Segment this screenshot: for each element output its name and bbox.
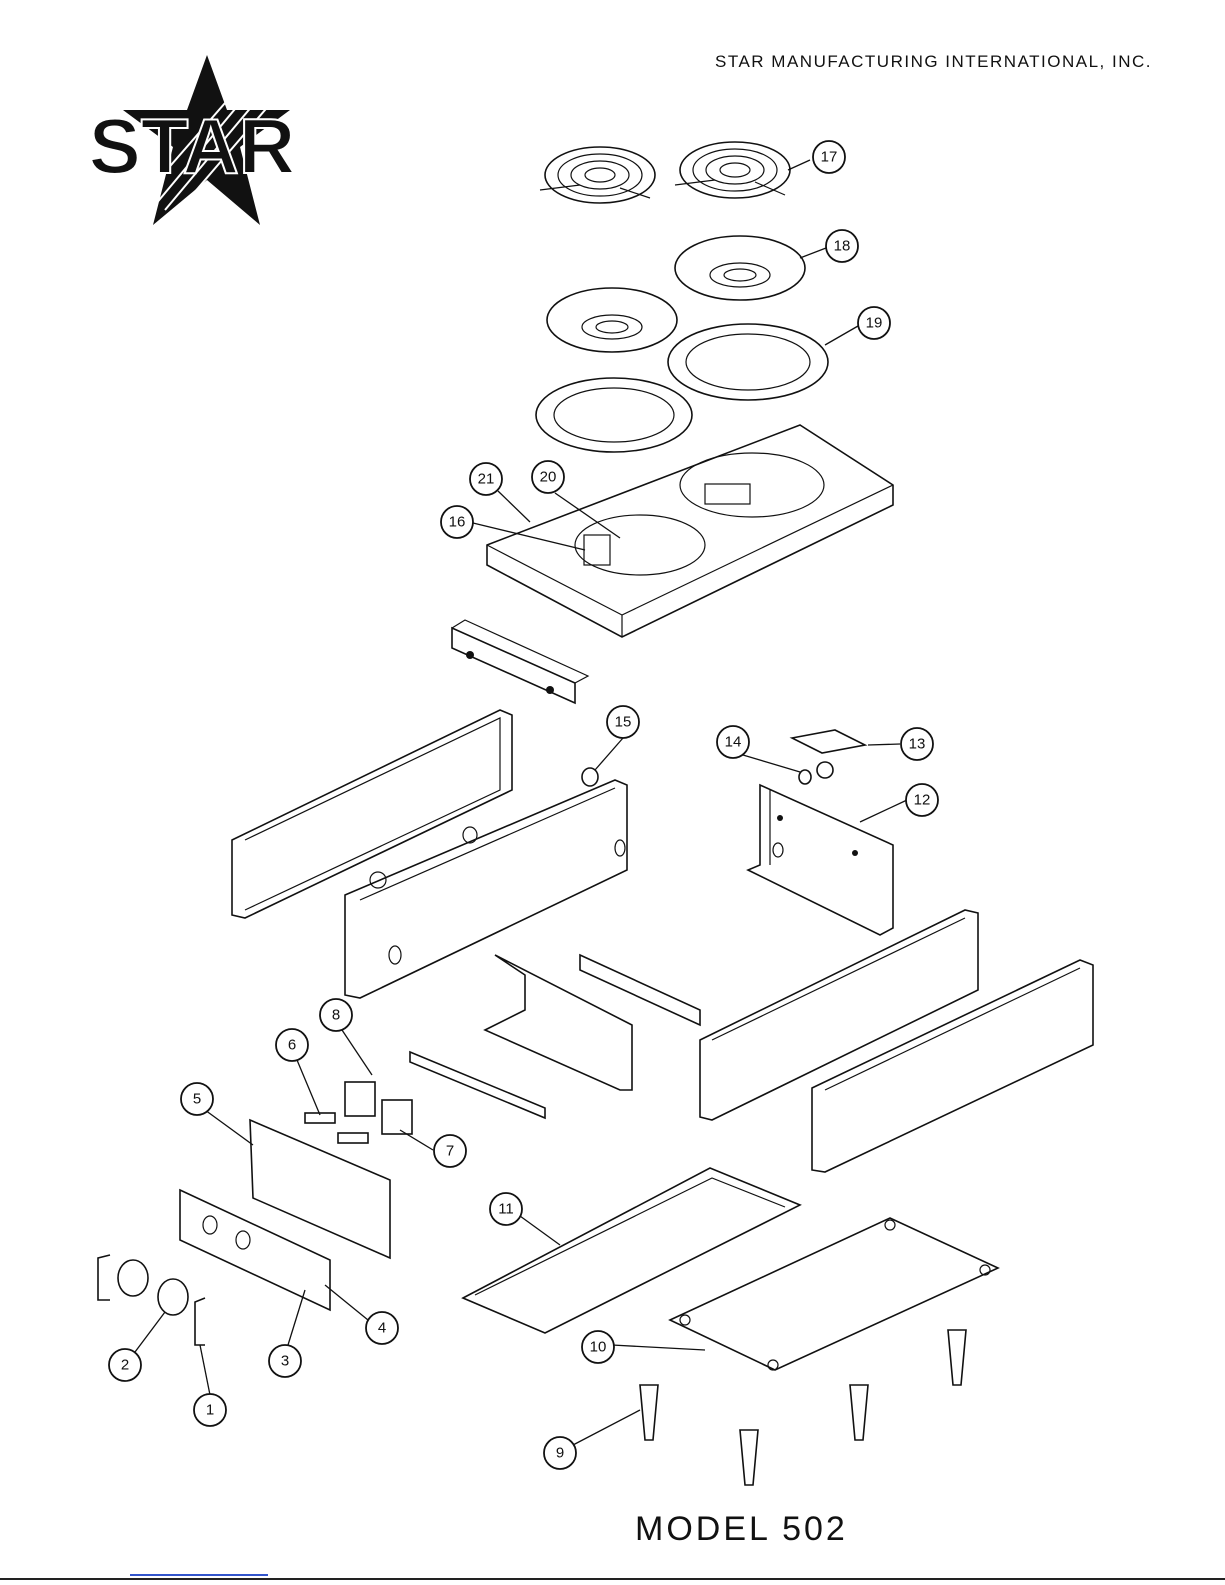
drip-pan-right <box>675 236 805 300</box>
indicator-lights <box>305 1113 368 1143</box>
trim-ring-left <box>536 378 692 452</box>
terminal-block <box>799 762 833 784</box>
callout-14: 14 <box>717 726 749 758</box>
burner-coil-right <box>675 142 790 198</box>
svg-text:3: 3 <box>281 1353 289 1370</box>
callout-16: 16 <box>441 506 473 538</box>
callout-10: 10 <box>582 1331 614 1363</box>
svg-text:18: 18 <box>834 238 851 255</box>
trim-ring-right <box>668 324 828 400</box>
svg-text:9: 9 <box>556 1445 564 1462</box>
knob-brackets <box>98 1255 205 1345</box>
infinite-switches <box>345 1082 412 1134</box>
svg-text:14: 14 <box>725 734 742 751</box>
callout-12: 12 <box>906 784 938 816</box>
svg-text:8: 8 <box>332 1007 340 1024</box>
callout-9: 9 <box>544 1437 576 1469</box>
callout-20: 20 <box>532 461 564 493</box>
right-side-panel <box>748 785 893 935</box>
svg-text:11: 11 <box>498 1201 514 1218</box>
callout-13: 13 <box>901 728 933 760</box>
callout-5: 5 <box>181 1083 213 1115</box>
callout-18: 18 <box>826 230 858 262</box>
svg-text:1: 1 <box>206 1402 214 1419</box>
svg-text:16: 16 <box>449 514 466 531</box>
grommet <box>582 768 598 786</box>
bottom-rule <box>0 1578 1225 1580</box>
mounting-bracket <box>792 730 865 753</box>
callout-1: 1 <box>194 1394 226 1426</box>
svg-text:19: 19 <box>866 315 883 332</box>
svg-text:17: 17 <box>821 149 838 166</box>
callout-11: 11 <box>490 1193 522 1225</box>
callout-19: 19 <box>858 307 890 339</box>
svg-text:20: 20 <box>540 469 557 486</box>
callout-8: 8 <box>320 999 352 1031</box>
callout-7: 7 <box>434 1135 466 1167</box>
callout-2: 2 <box>109 1349 141 1381</box>
callout-21: 21 <box>470 463 502 495</box>
callout-15: 15 <box>607 706 639 738</box>
callout-6: 6 <box>276 1029 308 1061</box>
control-knobs <box>118 1260 188 1315</box>
top-panel <box>487 425 893 637</box>
callout-17: 17 <box>813 141 845 173</box>
model-label: MODEL 502 <box>635 1510 848 1549</box>
svg-text:12: 12 <box>914 792 931 809</box>
svg-text:21: 21 <box>478 471 495 488</box>
control-bracket <box>410 1052 545 1118</box>
burner-coil-left <box>540 147 655 203</box>
callout-4: 4 <box>366 1312 398 1344</box>
svg-text:5: 5 <box>193 1091 201 1108</box>
svg-text:4: 4 <box>378 1320 386 1337</box>
svg-text:13: 13 <box>909 736 926 753</box>
callout-3: 3 <box>269 1345 301 1377</box>
svg-text:10: 10 <box>590 1339 607 1356</box>
top-support-bracket <box>452 620 588 703</box>
svg-text:2: 2 <box>121 1357 129 1374</box>
bottom-link[interactable] <box>130 1574 268 1576</box>
drip-pan-left <box>547 288 677 352</box>
svg-text:6: 6 <box>288 1037 296 1054</box>
svg-text:7: 7 <box>446 1143 454 1160</box>
svg-text:15: 15 <box>615 714 632 731</box>
